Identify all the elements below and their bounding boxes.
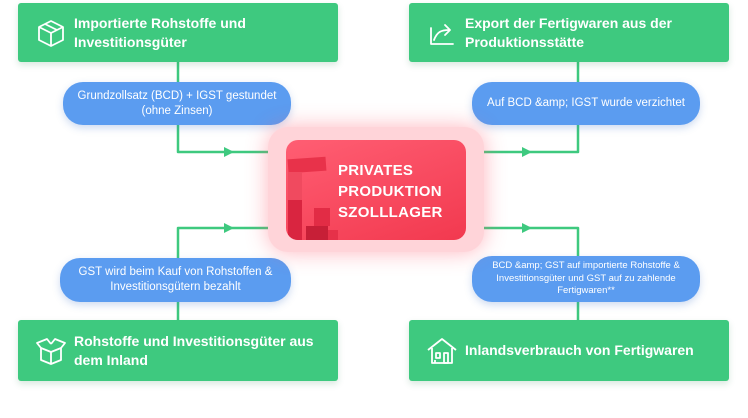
arrow-head-top-right [522, 147, 532, 157]
box-domestic-consumption: Inlandsverbrauch von Fertigwaren [409, 320, 729, 381]
center-warehouse-box: PRIVATES PRODUKTION SZOLLLAGER [286, 140, 466, 240]
center-title: PRIVATES PRODUKTION SZOLLLAGER [338, 160, 462, 223]
box-icon [28, 11, 74, 55]
arrow-head-bottom-right [522, 223, 532, 233]
pill-duty-deferred: Grundzollsatz (BCD) + IGST gestundet (oh… [63, 82, 291, 125]
center-title-line: SZOLLLAGER [338, 204, 443, 221]
pill-duty-payable: BCD &amp; GST auf importierte Rohstoffe … [472, 256, 700, 302]
house-icon [419, 329, 465, 373]
decor-block [288, 200, 302, 240]
pill-text: BCD &amp; GST auf importierte Rohstoffe … [492, 260, 680, 297]
export-arrow-icon [419, 11, 465, 55]
box-label: Rohstoffe und Investitionsgüter aus dem … [74, 332, 314, 368]
arrow-head-top-left [224, 147, 234, 157]
box-export-finished-goods: Export der Fertigwaren aus der Produktio… [409, 3, 729, 62]
box-imported-raw-materials: Importierte Rohstoffe und Investitionsgü… [18, 3, 338, 62]
center-title-line: PRIVATES [338, 162, 414, 179]
decor-block [328, 230, 338, 240]
open-box-icon [28, 329, 74, 373]
pill-text: Grundzollsatz (BCD) + IGST gestundet (oh… [77, 89, 277, 117]
box-label: Export der Fertigwaren aus der Produktio… [465, 14, 672, 50]
pill-text: GST wird beim Kauf von Rohstoffen & Inve… [78, 266, 273, 293]
center-title-line: PRODUKTION [338, 183, 442, 200]
pill-gst-paid: GST wird beim Kauf von Rohstoffen & Inve… [60, 258, 291, 302]
arrow-head-bottom-left [224, 223, 234, 233]
box-domestic-raw-materials: Rohstoffe und Investitionsgüter aus dem … [18, 320, 338, 381]
pill-text: Auf BCD &amp; IGST wurde verzichtet [487, 97, 685, 109]
pill-duty-waived: Auf BCD &amp; IGST wurde verzichtet [472, 82, 700, 125]
box-label: Importierte Rohstoffe und Investitionsgü… [74, 14, 246, 50]
decor-block [306, 226, 328, 240]
box-label: Inlandsverbrauch von Fertigwaren [465, 342, 694, 358]
decor-block [314, 208, 330, 226]
decor-block [287, 156, 327, 174]
